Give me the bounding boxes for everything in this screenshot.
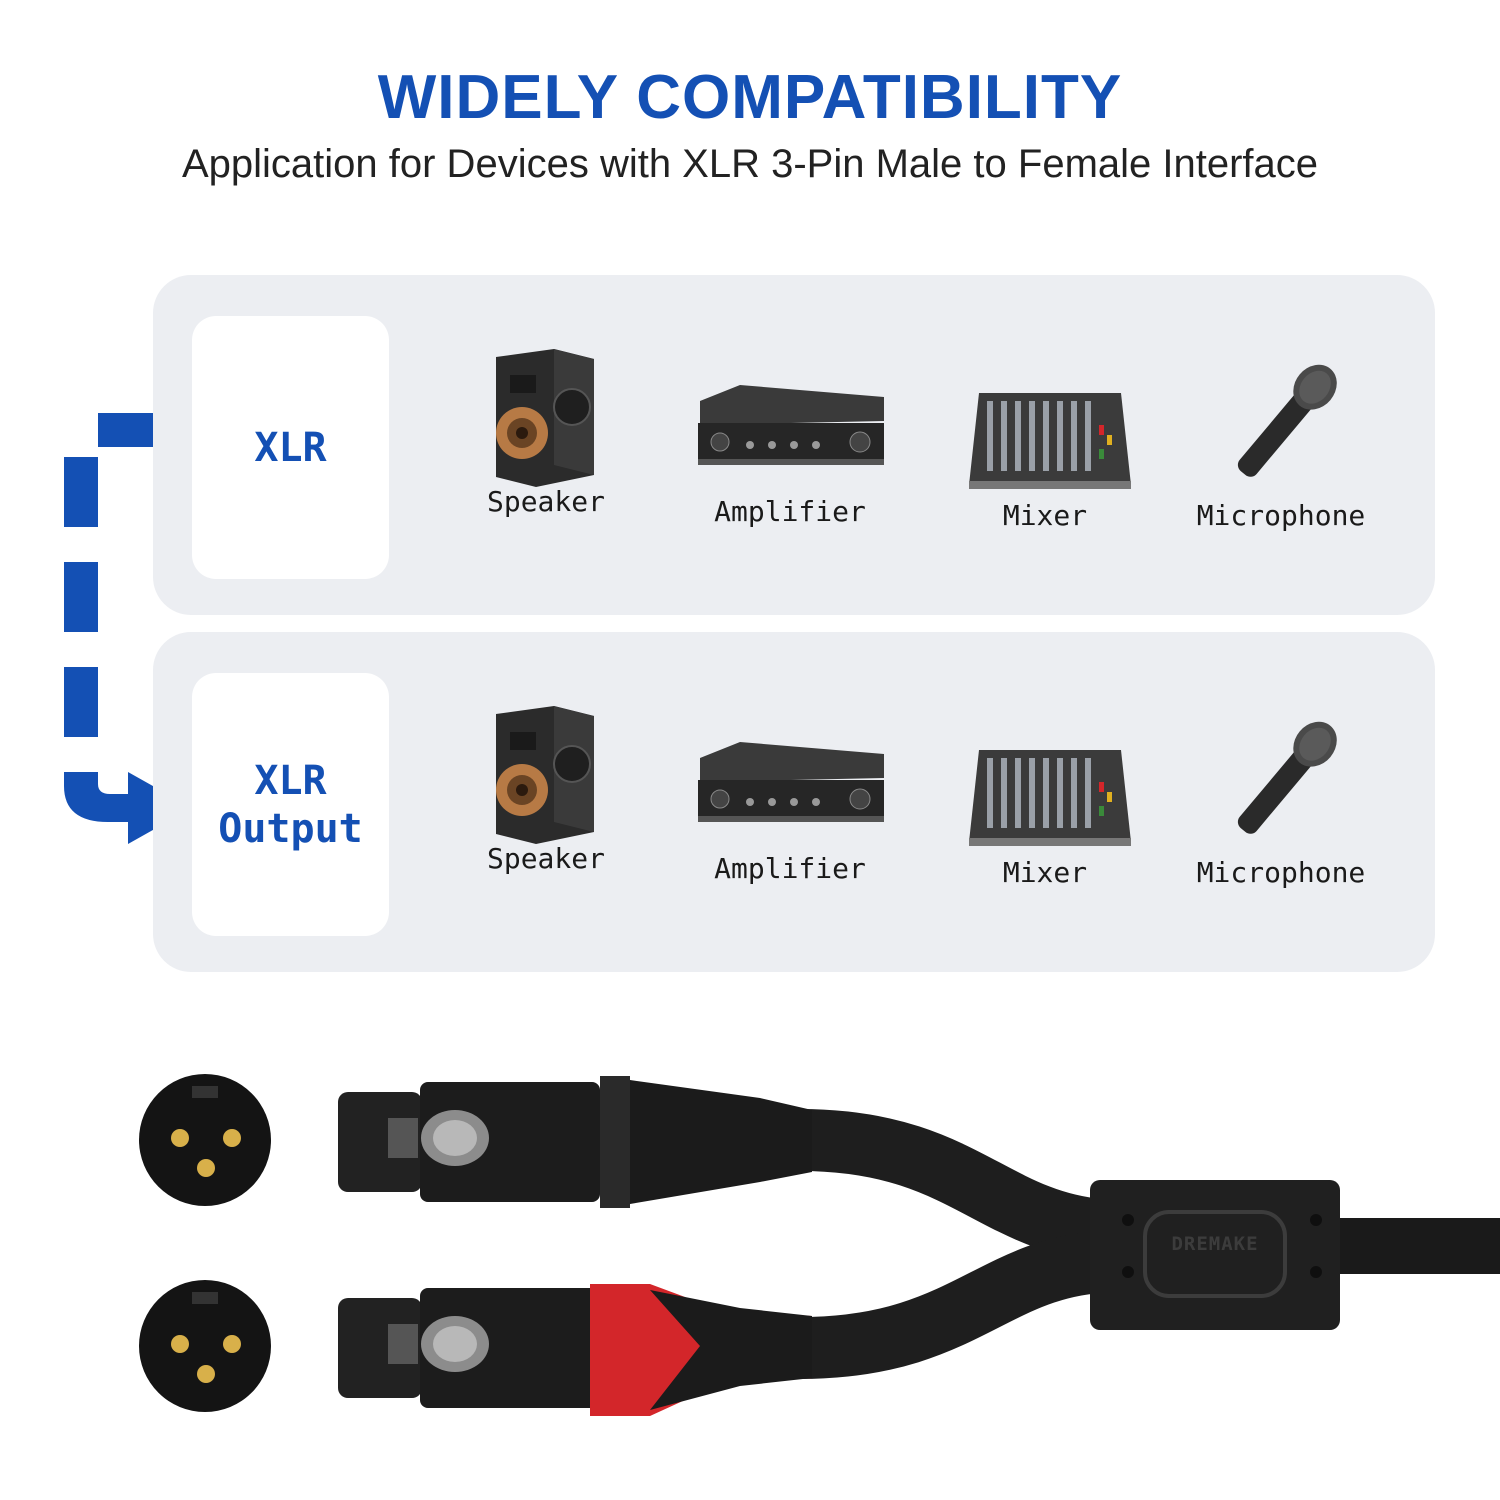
device-microphone: Microphone xyxy=(1171,345,1391,545)
device-label: Mixer xyxy=(1002,499,1088,532)
device-mixer: Mixer xyxy=(935,702,1155,902)
compat-row-xlr: XLR Speaker Amplifier xyxy=(153,275,1435,615)
interface-label-card: XLR Output xyxy=(192,673,389,936)
interface-label: XLR xyxy=(254,424,327,471)
device-label: Amplifier xyxy=(714,495,866,528)
female-connector-red-icon xyxy=(338,1284,812,1416)
microphone-icon xyxy=(1237,721,1337,834)
mixer-icon xyxy=(969,750,1131,846)
splitter-body xyxy=(1090,1180,1340,1330)
device-microphone: Microphone xyxy=(1171,702,1391,902)
device-label: Speaker xyxy=(486,485,605,518)
interface-label-line-2: Output xyxy=(218,805,363,852)
device-amplifier: Amplifier xyxy=(680,702,900,902)
device-label: Microphone xyxy=(1196,856,1366,889)
speaker-icon xyxy=(496,706,594,844)
compat-row-xlr-output: XLR Output Speaker Amplifier xyxy=(153,632,1435,972)
device-label: Amplifier xyxy=(714,852,866,885)
page-subtitle: Application for Devices with XLR 3-Pin M… xyxy=(181,142,1319,186)
brand-logo: DREMAKE xyxy=(1171,1233,1259,1255)
microphone-icon xyxy=(1237,364,1337,477)
device-amplifier: Amplifier xyxy=(680,345,900,545)
xlr-y-splitter-cable xyxy=(139,1074,1500,1416)
mixer-icon xyxy=(969,393,1131,489)
female-connector-black-icon xyxy=(338,1076,812,1208)
interface-label-card: XLR xyxy=(192,316,389,579)
device-mixer: Mixer xyxy=(935,345,1155,545)
male-pin-face-icon xyxy=(139,1074,271,1206)
amplifier-icon xyxy=(698,742,884,822)
page-title: WIDELY COMPATIBILITY xyxy=(377,63,1123,132)
device-label: Speaker xyxy=(486,842,605,875)
device-speaker: Speaker xyxy=(436,702,656,902)
device-label: Mixer xyxy=(1002,856,1088,889)
male-pin-face-icon xyxy=(139,1280,271,1412)
interface-label-line-1: XLR xyxy=(254,757,327,804)
device-speaker: Speaker xyxy=(436,345,656,545)
device-label: Microphone xyxy=(1196,499,1366,532)
amplifier-icon xyxy=(698,385,884,465)
speaker-icon xyxy=(496,349,594,487)
